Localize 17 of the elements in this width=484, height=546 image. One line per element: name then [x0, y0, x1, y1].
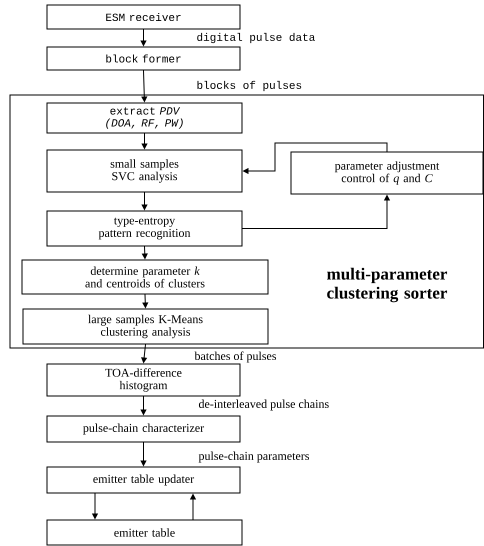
process-box: determine parameter k and centroids of clusters [22, 260, 268, 294]
process-box: small samples SVC analysis [46, 150, 242, 192]
process-box: block former [46, 46, 240, 70]
process-box: ESM receiver [46, 4, 240, 30]
edge-label: batches of pulses [194, 350, 278, 364]
edge-label: blocks of pulses [196, 80, 304, 92]
process-box: large samples K-Means clustering analysis [22, 308, 268, 344]
edge-label: digital pulse data [196, 32, 316, 44]
process-box: type-entropy pattern recognition [46, 210, 242, 246]
edge-label: pulse-chain parameters [198, 450, 310, 464]
process-box: emitter table [46, 520, 242, 546]
process-box: parameter adjustment control of q and C [290, 152, 484, 194]
process-box: pulse-chain characterizer [46, 416, 240, 442]
edge-label: de-interleaved pulse chains [198, 398, 330, 412]
process-box: TOA-difference histogram [46, 364, 240, 396]
process-box: extract PDV (DOA, RF, PW) [46, 102, 242, 134]
process-box: emitter table updater [46, 466, 240, 494]
